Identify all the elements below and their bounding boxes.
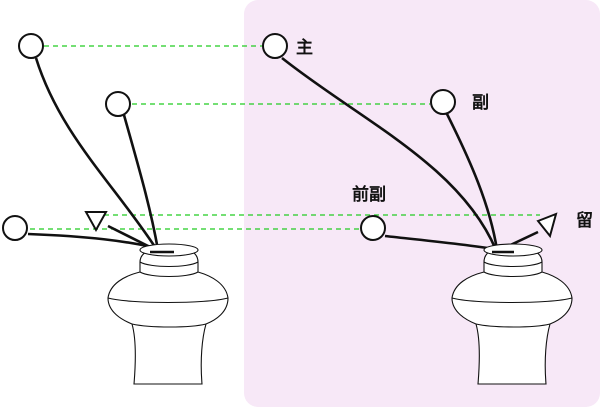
right-main-marker [262,33,288,59]
left-front-secondary-marker [2,215,28,241]
left-arrangement [2,33,229,385]
label-secondary: 副 [472,93,489,113]
left-vase [107,243,229,385]
right-vase [451,243,573,385]
right-secondary-marker [430,89,456,115]
left-main-stem [34,57,159,251]
label-main: 主 [296,37,313,58]
guide-lines [30,45,540,230]
left-retain-arrowhead [84,211,108,233]
right-secondary-stem [445,113,499,251]
right-retain-arrowhead [536,212,558,239]
right-arrangement [262,33,573,385]
label-front-secondary: 前副 [352,184,386,205]
left-main-marker [18,33,44,59]
label-retain: 留 [576,210,593,231]
right-panel [244,0,600,407]
right-main-stem [281,56,498,251]
left-secondary-marker [105,91,131,117]
right-front-secondary-marker [360,215,386,241]
left-secondary-stem [122,114,160,251]
